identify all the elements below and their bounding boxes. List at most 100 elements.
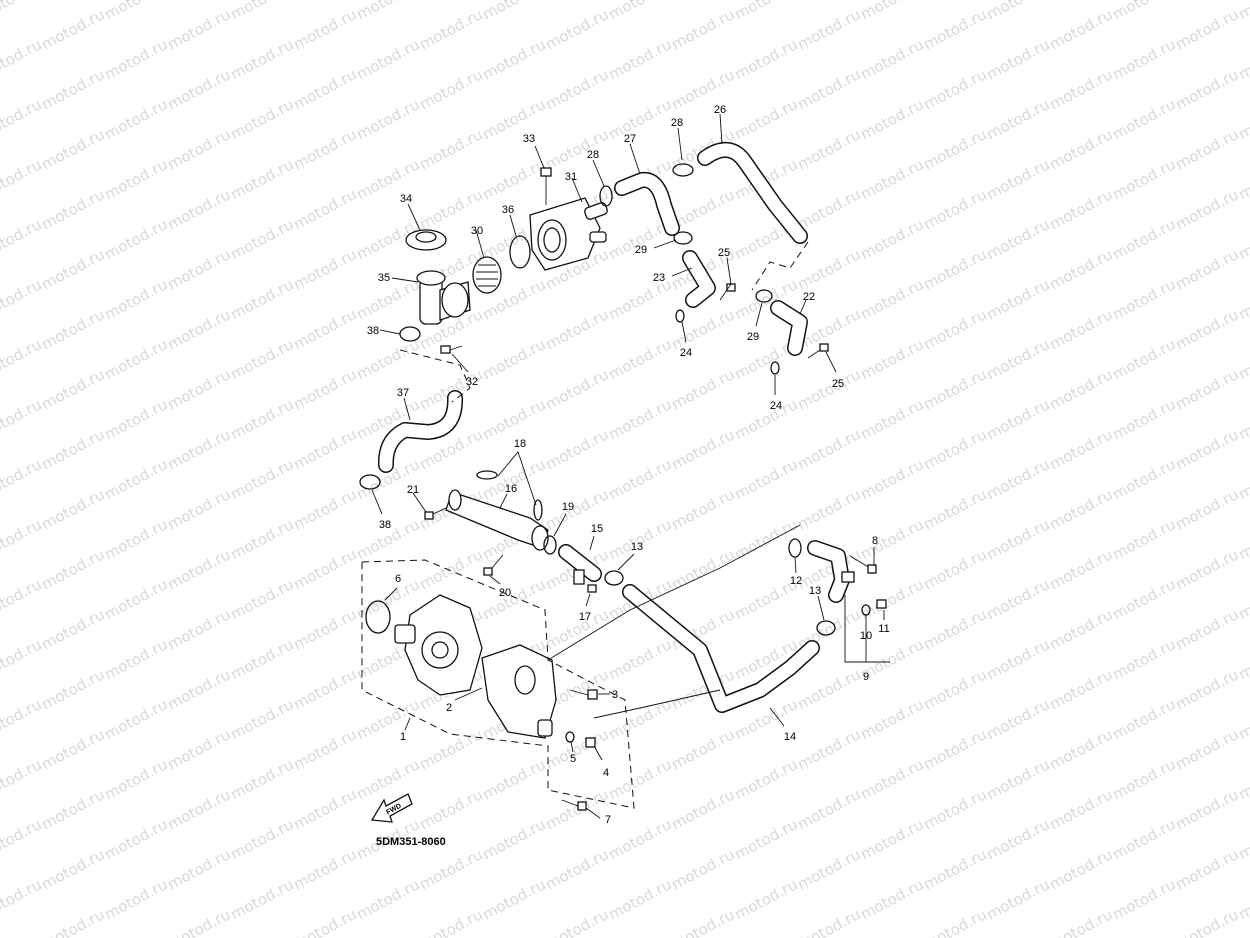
callout-34: 34 <box>400 193 412 205</box>
callout-15: 15 <box>591 523 603 535</box>
watermark-text: motod.ru <box>1109 335 1178 383</box>
watermark-text: motod.ru <box>0 215 45 263</box>
watermark-text: motod.ru <box>731 455 800 503</box>
watermark-text: motod.ru <box>668 305 737 353</box>
watermark-text: motod.ru <box>794 125 863 173</box>
watermark-text: motod.ru <box>38 365 107 413</box>
watermark-text: motod.ru <box>605 515 674 563</box>
watermark-text: motod.ru <box>794 425 863 473</box>
watermark-text: motod.ru <box>983 335 1052 383</box>
watermark-text: motod.ru <box>0 455 45 503</box>
watermark-text: motod.ru <box>857 215 926 263</box>
part-bolt-17 <box>587 584 597 593</box>
part-clamp-28b <box>672 163 694 177</box>
watermark-text: motod.ru <box>416 545 485 593</box>
watermark-text: motod.ru <box>38 665 107 713</box>
part-water-pump-assembly <box>394 594 483 696</box>
part-bolt-11 <box>876 599 887 609</box>
watermark-text: motod.ru <box>290 605 359 653</box>
watermark-text: motod.ru <box>101 575 170 623</box>
watermark-text: motod.ru <box>1109 35 1178 83</box>
watermark-text: motod.ru <box>1046 5 1115 53</box>
watermark-text: motod.ru <box>857 455 926 503</box>
watermark-text: motod.ru <box>857 575 926 623</box>
watermark-text: motod.ru <box>164 545 233 593</box>
watermark-text: motod.ru <box>1109 215 1178 263</box>
watermark-text: motod.ru <box>605 755 674 803</box>
watermark-text: motod.ru <box>857 275 926 323</box>
watermark-text: motod.ru <box>101 755 170 803</box>
watermark-text: motod.ru <box>983 35 1052 83</box>
watermark-text: motod.ru <box>857 95 926 143</box>
callout-38a: 38 <box>367 325 379 337</box>
watermark-text: motod.ru <box>668 485 737 533</box>
watermark-text: motod.ru <box>227 575 296 623</box>
watermark-text: motod.ru <box>605 455 674 503</box>
watermark-text: motod.ru <box>983 95 1052 143</box>
watermark-text: motod.ru <box>164 185 233 233</box>
watermark-text: motod.ru <box>1172 545 1241 593</box>
watermark-text: motod.ru <box>416 845 485 893</box>
watermark-text: motod.ru <box>605 335 674 383</box>
part-hose-37 <box>377 390 463 473</box>
watermark-text: motod.ru <box>794 725 863 773</box>
watermark-text: motod.ru <box>479 155 548 203</box>
watermark-text: motod.ru <box>227 515 296 563</box>
watermark-text: motod.ru <box>668 425 737 473</box>
watermark-text: motod.ru <box>101 95 170 143</box>
watermark-text: motod.ru <box>479 755 548 803</box>
callout-29b: 29 <box>747 331 759 343</box>
callout-25b: 25 <box>832 378 844 390</box>
watermark-text: motod.ru <box>1109 635 1178 683</box>
watermark-text: motod.ru <box>794 845 863 893</box>
watermark-text: motod.ru <box>1109 275 1178 323</box>
watermark-text: motod.ru <box>227 755 296 803</box>
watermark-text: motod.ru <box>1109 815 1178 863</box>
watermark-text: motod.ru <box>101 695 170 743</box>
watermark-text: motod.ru <box>38 725 107 773</box>
watermark-text: motod.ru <box>731 95 800 143</box>
watermark-text: motod.ru <box>479 575 548 623</box>
watermark-text: motod.ru <box>479 0 548 24</box>
watermark-text: motod.ru <box>164 665 233 713</box>
part-clamp-13a <box>604 570 624 586</box>
watermark-text: motod.ru <box>1172 425 1241 473</box>
part-clamp-38b <box>359 474 381 490</box>
watermark-text: motod.ru <box>290 245 359 293</box>
watermark-text: motod.ru <box>794 5 863 53</box>
part-bolt-21 <box>424 507 447 520</box>
watermark-text: motod.ru <box>38 5 107 53</box>
watermark-text: motod.ru <box>542 905 611 938</box>
callout-13b: 13 <box>809 585 821 597</box>
watermark-text: motod.ru <box>857 395 926 443</box>
callout-37: 37 <box>397 387 409 399</box>
watermark-text: motod.ru <box>227 395 296 443</box>
watermark-text: motod.ru <box>731 755 800 803</box>
watermark-text: motod.ru <box>920 485 989 533</box>
watermark-text: motod.ru <box>227 0 296 24</box>
watermark-text: motod.ru <box>353 95 422 143</box>
watermark-text: motod.ru <box>1172 365 1241 413</box>
watermark-text: motod.ru <box>605 0 674 24</box>
watermark-text: motod.ru <box>290 665 359 713</box>
parts-layer <box>359 142 887 811</box>
watermark-text: motod.ru <box>1172 185 1241 233</box>
watermark-text: motod.ru <box>290 785 359 833</box>
watermark-text: motod.ru <box>605 635 674 683</box>
callouts-layer: 1 2 3 4 5 6 7 8 9 10 11 12 13 13 14 15 1… <box>367 104 890 826</box>
watermark-text: motod.ru <box>731 0 800 24</box>
watermark-text: motod.ru <box>857 335 926 383</box>
callout-33: 33 <box>523 133 535 145</box>
assembly-boundary-1 <box>361 559 635 809</box>
watermark-text: motod.ru <box>290 5 359 53</box>
watermark-text: motod.ru <box>920 125 989 173</box>
watermark-text: motod.ru <box>227 635 296 683</box>
watermark-text: motod.ru <box>164 725 233 773</box>
callout-19: 19 <box>562 501 574 513</box>
callout-6: 6 <box>395 573 401 585</box>
watermark-text: motod.ru <box>983 515 1052 563</box>
watermark-text: motod.ru <box>101 395 170 443</box>
watermark-text: motod.ru <box>101 455 170 503</box>
callout-8: 8 <box>872 535 878 547</box>
